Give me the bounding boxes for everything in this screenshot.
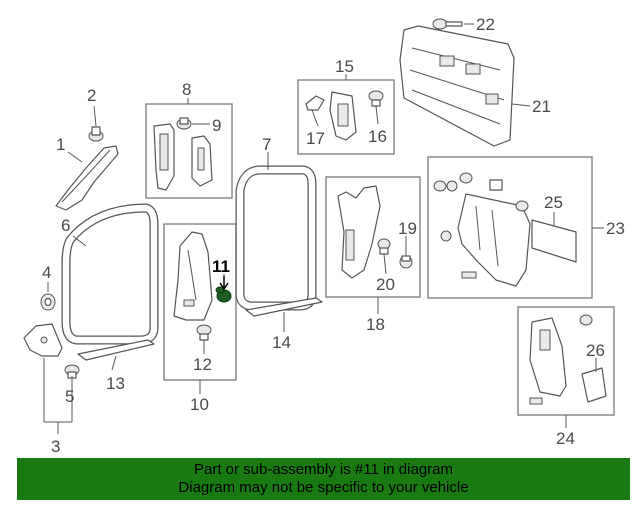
clip-part-22 (432, 18, 463, 30)
c-pillar-garnish-part (337, 185, 381, 279)
callout-20: 20 (376, 275, 395, 294)
callout-3: 3 (51, 437, 60, 456)
info-banner: Part or sub-assembly is #11 in diagram D… (17, 458, 630, 500)
callout-12: 12 (193, 355, 212, 374)
front-scuff-plate-part (77, 339, 155, 361)
callout-16: 16 (368, 127, 387, 146)
parts-diagram: 1 2 3 4 5 6 7 8 9 10 11 12 13 14 15 16 1… (23, 15, 625, 456)
trim-pad-part-26 (581, 367, 607, 403)
a-pillar-garnish-part (55, 145, 119, 211)
callout-7: 7 (262, 135, 271, 154)
callout-19: 19 (398, 219, 417, 238)
callout-24: 24 (556, 429, 575, 448)
clip-part-12 (196, 324, 212, 341)
callout-5: 5 (65, 387, 74, 406)
callout-26: 26 (586, 341, 605, 360)
b-pillar-upper-garnish-part (153, 123, 213, 191)
banner-line-part-info: Part or sub-assembly is #11 in diagram (194, 461, 453, 478)
lower-quarter-trim-part (529, 317, 567, 405)
clip-part-9 (176, 117, 192, 130)
callout-18: 18 (366, 315, 385, 334)
callout-11-arrow (219, 276, 229, 291)
callout-14: 14 (272, 333, 291, 352)
callout-10: 10 (190, 395, 209, 414)
b-pillar-lower-garnish-part (173, 231, 213, 321)
callout-17: 17 (306, 129, 325, 148)
callout-15: 15 (335, 57, 354, 76)
clips-set-23 (433, 172, 529, 242)
leader-lines (43, 23, 604, 434)
callout-4: 4 (42, 263, 51, 282)
clip-part-19 (399, 255, 413, 269)
rear-panel-trim-part (399, 25, 515, 147)
grommet-part-4 (40, 293, 56, 311)
banner-line-disclaimer: Diagram may not be specific to your vehi… (178, 479, 469, 496)
trim-bracket-part (329, 91, 357, 141)
callout-13: 13 (106, 374, 125, 393)
pillar-clip-part (88, 126, 104, 142)
callout-2: 2 (87, 86, 96, 105)
callout-1: 1 (56, 135, 65, 154)
cowl-side-trim-part (23, 323, 63, 357)
clip-part-24 (579, 314, 593, 326)
rear-door-weatherstrip-part (235, 165, 317, 311)
callout-8: 8 (182, 80, 191, 99)
callout-22: 22 (476, 15, 495, 34)
callout-23: 23 (606, 219, 625, 238)
callout-25: 25 (544, 193, 563, 212)
clip-part-17 (305, 95, 325, 111)
clip-part-20 (377, 238, 391, 255)
callout-11-highlighted: 11 (212, 257, 230, 276)
front-door-weatherstrip-part (61, 203, 159, 345)
rear-scuff-plate-part (245, 297, 323, 317)
callout-21: 21 (532, 97, 551, 116)
callout-9: 9 (212, 116, 221, 135)
quarter-trim-panel-part (457, 193, 531, 287)
trim-pad-part-25 (531, 219, 577, 263)
callout-6: 6 (61, 216, 70, 235)
